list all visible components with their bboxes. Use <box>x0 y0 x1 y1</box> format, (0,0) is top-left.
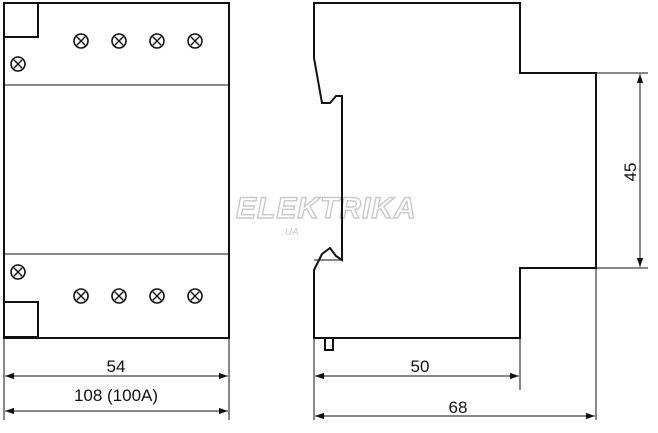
terminal-screw-icon <box>149 288 165 304</box>
width-54-label: 54 <box>107 357 126 376</box>
terminal-screw-icon <box>187 288 203 304</box>
front-body-outline <box>3 2 230 339</box>
front-top-corner-notch <box>3 2 39 38</box>
watermark-domain: .UA <box>282 227 299 238</box>
watermark: ELEKTRIKA .UA <box>235 191 417 238</box>
front-view <box>3 2 230 339</box>
terminal-screw-icon <box>10 56 26 72</box>
terminal-screw-icon <box>111 288 127 304</box>
terminal-screw-icon <box>149 33 165 49</box>
front-dimensions: 54 108 (100A) <box>3 338 230 420</box>
width-108-label: 108 (100A) <box>74 386 158 405</box>
terminal-screw-icon <box>187 33 203 49</box>
height-45-label: 45 <box>621 163 640 182</box>
terminal-screw-icon <box>10 264 26 280</box>
side-view <box>313 2 597 351</box>
terminal-screw-icon <box>73 33 89 49</box>
side-dimensions: 50 68 45 <box>313 72 648 420</box>
watermark-brand: ELEKTRIKA <box>236 192 417 225</box>
front-bottom-corner-notch <box>3 301 39 338</box>
terminal-screws <box>10 33 203 304</box>
release-tab <box>324 337 334 351</box>
depth-50-label: 50 <box>411 357 430 376</box>
terminal-screw-icon <box>111 33 127 49</box>
side-profile-outline <box>313 2 597 339</box>
depth-68-label: 68 <box>449 398 468 417</box>
terminal-screw-icon <box>73 288 89 304</box>
